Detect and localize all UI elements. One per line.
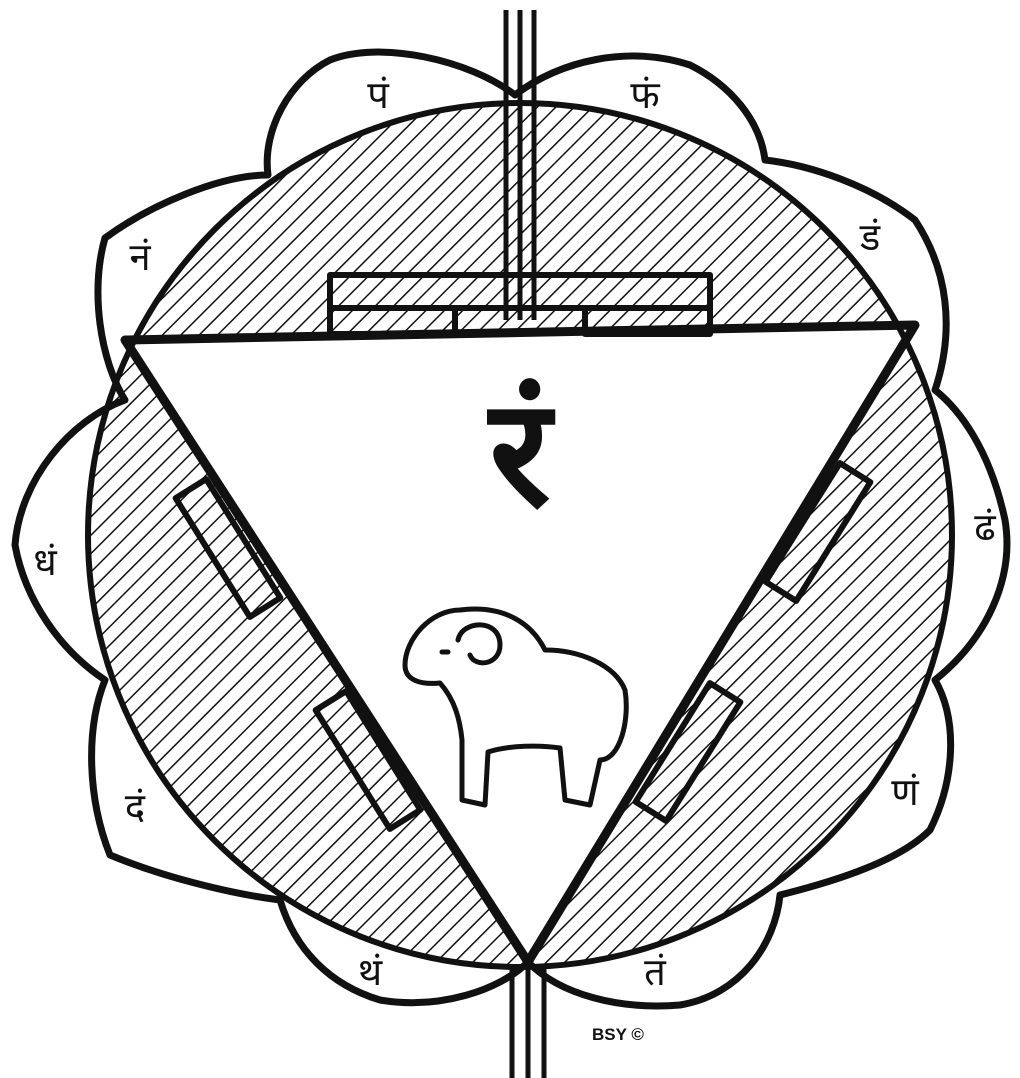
copyright-credit: BSY © [592, 1025, 644, 1044]
petal-label-bottom-left: थं [358, 950, 383, 994]
petal-label-lower-right: णं [891, 770, 919, 814]
petal-label-right: ढं [974, 505, 996, 549]
petal-label-bottom-right: तं [644, 950, 667, 994]
petal-label-upper-left: नं [129, 235, 151, 279]
petal-label-left: धं [33, 540, 57, 584]
petal-label-top-left: पं [367, 73, 390, 117]
bija-mantra: रं [486, 367, 555, 541]
petal-label-upper-right: डं [859, 215, 881, 259]
petal-label-top-right: फं [630, 73, 660, 117]
petal-label-lower-left: दं [125, 785, 146, 829]
